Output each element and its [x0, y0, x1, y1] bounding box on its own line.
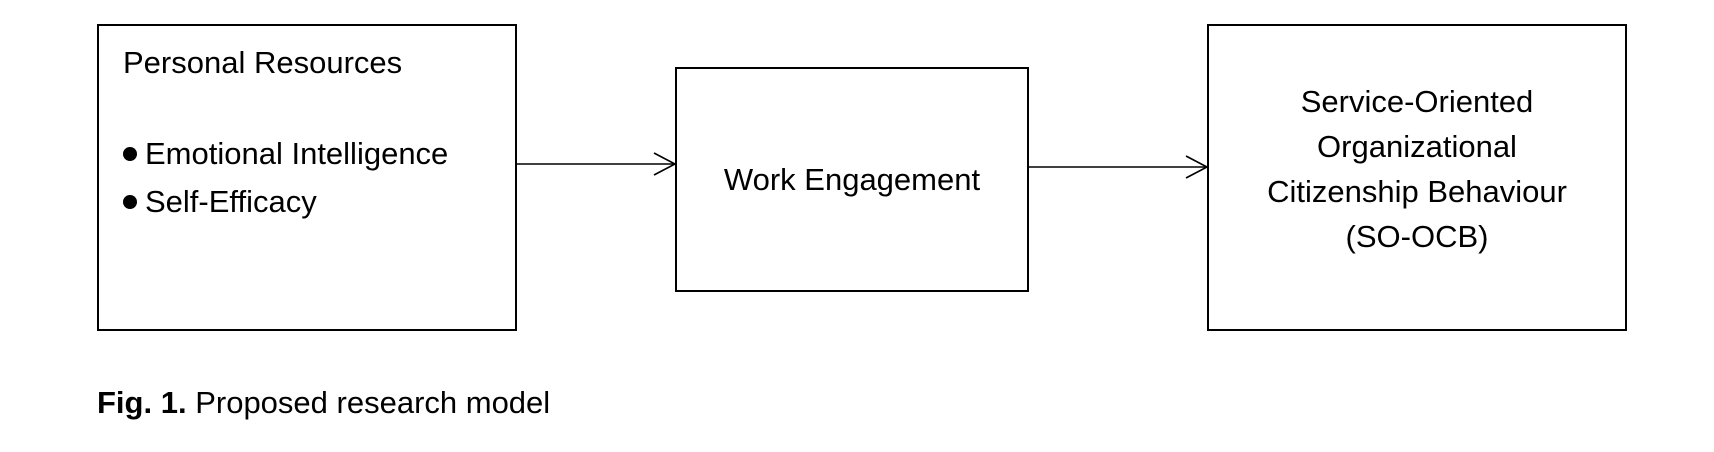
bullet-icon [123, 147, 137, 161]
bullet-icon [123, 195, 137, 209]
so-ocb-box: Service-Oriented Organizational Citizens… [1207, 24, 1627, 331]
so-ocb-content: Service-Oriented Organizational Citizens… [1209, 26, 1625, 329]
list-item: Emotional Intelligence [123, 130, 448, 178]
personal-resources-title: Personal Resources [123, 45, 403, 80]
so-ocb-line: (SO-OCB) [1345, 218, 1489, 254]
list-item: Self-Efficacy [123, 178, 448, 226]
work-engagement-content: Work Engagement [677, 69, 1027, 290]
work-engagement-title: Work Engagement [723, 162, 981, 197]
list-item-label: Emotional Intelligence [145, 136, 449, 171]
so-ocb-line: Citizenship Behaviour [1267, 173, 1567, 209]
so-ocb-line: Service-Oriented [1300, 83, 1534, 119]
so-ocb-line: Organizational [1317, 128, 1517, 164]
figure-caption: Fig. 1. Proposed research model [97, 384, 550, 421]
work-engagement-box: Work Engagement [675, 67, 1029, 292]
arrow-work-to-socb [1029, 155, 1209, 179]
figure-caption-text: Proposed research model [195, 385, 551, 420]
list-item-label: Self-Efficacy [145, 184, 317, 219]
arrow-personal-to-work [517, 152, 677, 176]
figure-caption-label: Fig. 1. [97, 385, 187, 420]
personal-resources-list: Emotional Intelligence Self-Efficacy [123, 130, 448, 226]
personal-resources-box: Personal Resources Emotional Intelligenc… [97, 24, 517, 331]
